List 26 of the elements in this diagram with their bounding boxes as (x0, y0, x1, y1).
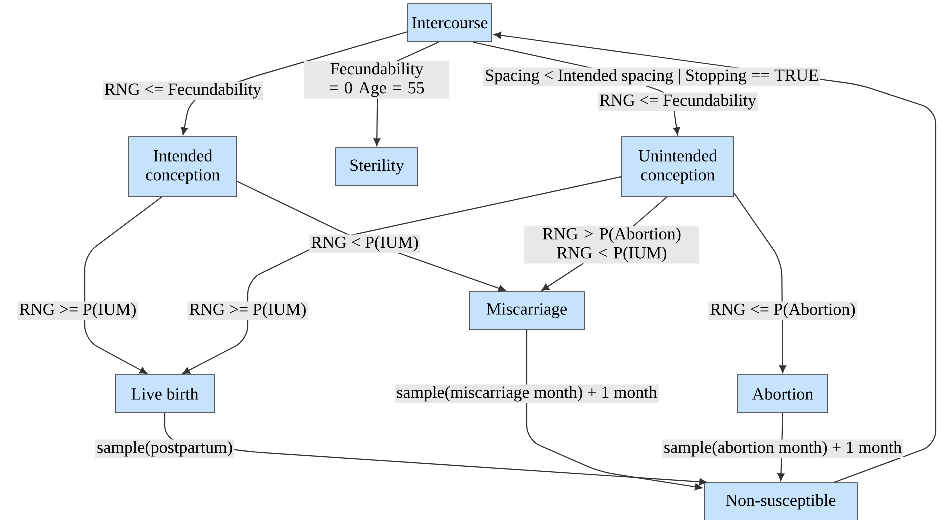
edge-label: RNG <= Fecundability (598, 92, 758, 112)
edge-label: RNG <= Fecundability (102, 82, 264, 100)
edge-label: Spacing < Intended spacing | Stopping == TRUE (484, 68, 820, 86)
arrow (182, 176, 622, 374)
process-box: Intended conception (128, 136, 238, 198)
process-box: Miscarriage (469, 292, 585, 330)
arrow (84, 196, 162, 374)
arrow (734, 192, 786, 374)
edge-label: sample(miscarriage month) + 1 month (395, 384, 659, 404)
process-box: Sterility (336, 148, 418, 186)
process-box: Live birth (115, 374, 215, 414)
edge-label: RNG >= P(IUM) (188, 302, 308, 320)
edge-label: RNG <= P(Abortion) (708, 302, 858, 320)
process-box: Unintended conception (622, 136, 734, 198)
edge-label: sample(postpartum) (96, 440, 234, 458)
arrow (526, 330, 703, 491)
edge-label: RNG > P(Abortion) RNG < P(IUM) (524, 226, 700, 264)
process-box: Abortion (738, 374, 828, 414)
edge-label: sample(abortion month) + 1 month (662, 440, 904, 458)
edge-label: Fecundability = 0 Age = 55 (304, 61, 450, 99)
arrow (494, 32, 937, 484)
process-box: Non-susceptible (704, 482, 858, 520)
arrow (164, 413, 708, 486)
edge-label: RNG < P(IUM) (310, 234, 420, 254)
process-box: Intercourse (408, 4, 492, 42)
edge-label: RNG >= P(IUM) (18, 302, 138, 320)
